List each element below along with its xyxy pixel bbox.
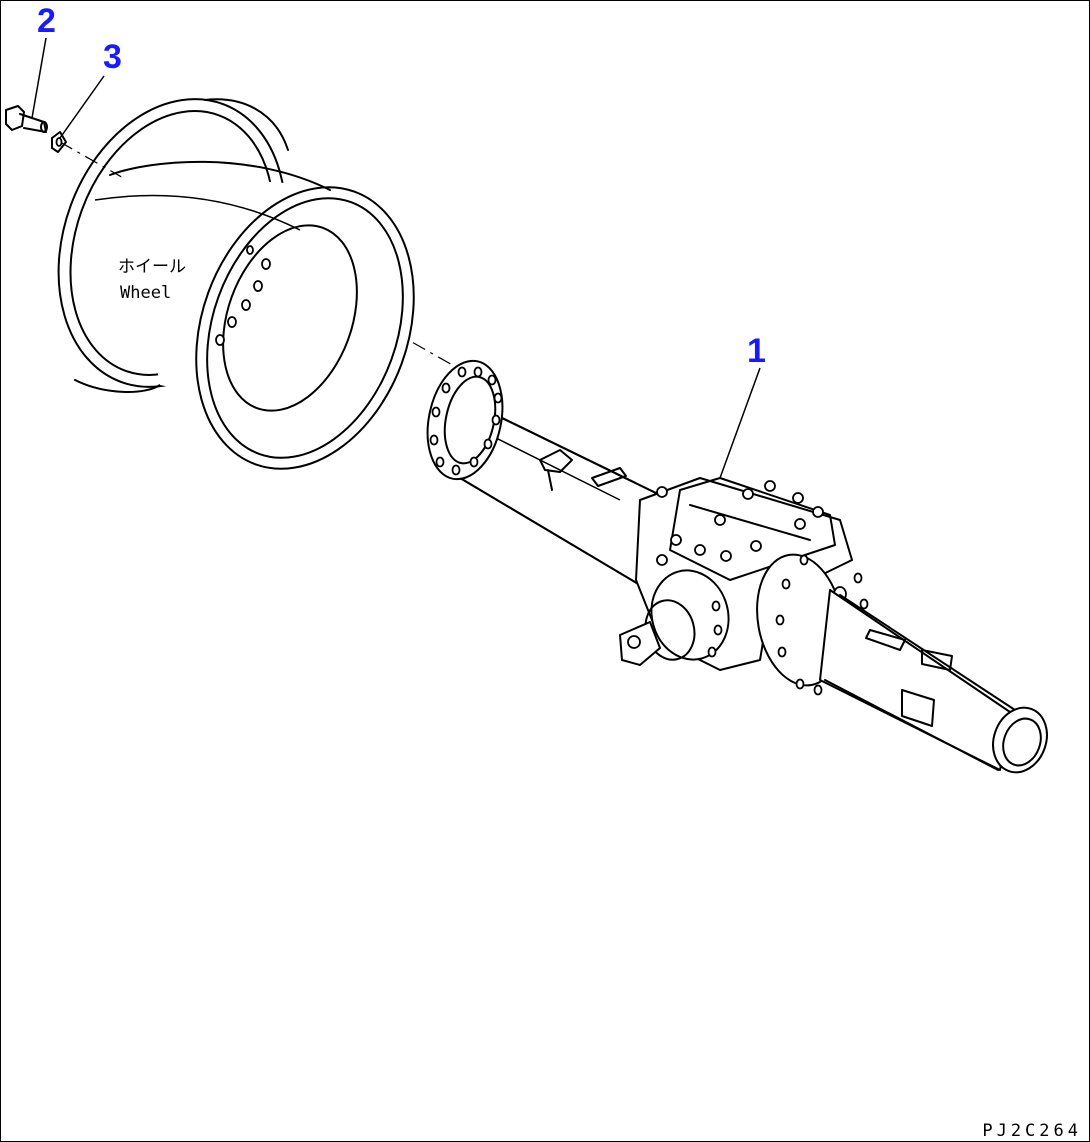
wheel-rim[interactable] xyxy=(20,67,451,499)
callout-2: 2 xyxy=(37,2,56,40)
leader-line-3 xyxy=(59,75,105,139)
wheel-label-japanese: ホイール xyxy=(118,257,186,277)
wheel-label-english: Wheel xyxy=(120,283,171,303)
wheel-washer[interactable] xyxy=(51,131,67,153)
callout-1: 1 xyxy=(747,332,766,370)
callout-3: 3 xyxy=(103,38,122,76)
wheel-bolt[interactable] xyxy=(5,105,48,133)
leader-line-1 xyxy=(719,367,761,479)
axle-assembly[interactable] xyxy=(417,354,1055,780)
drawing-code: PJ2C264 xyxy=(982,1121,1082,1141)
leader-line-2 xyxy=(31,37,47,119)
